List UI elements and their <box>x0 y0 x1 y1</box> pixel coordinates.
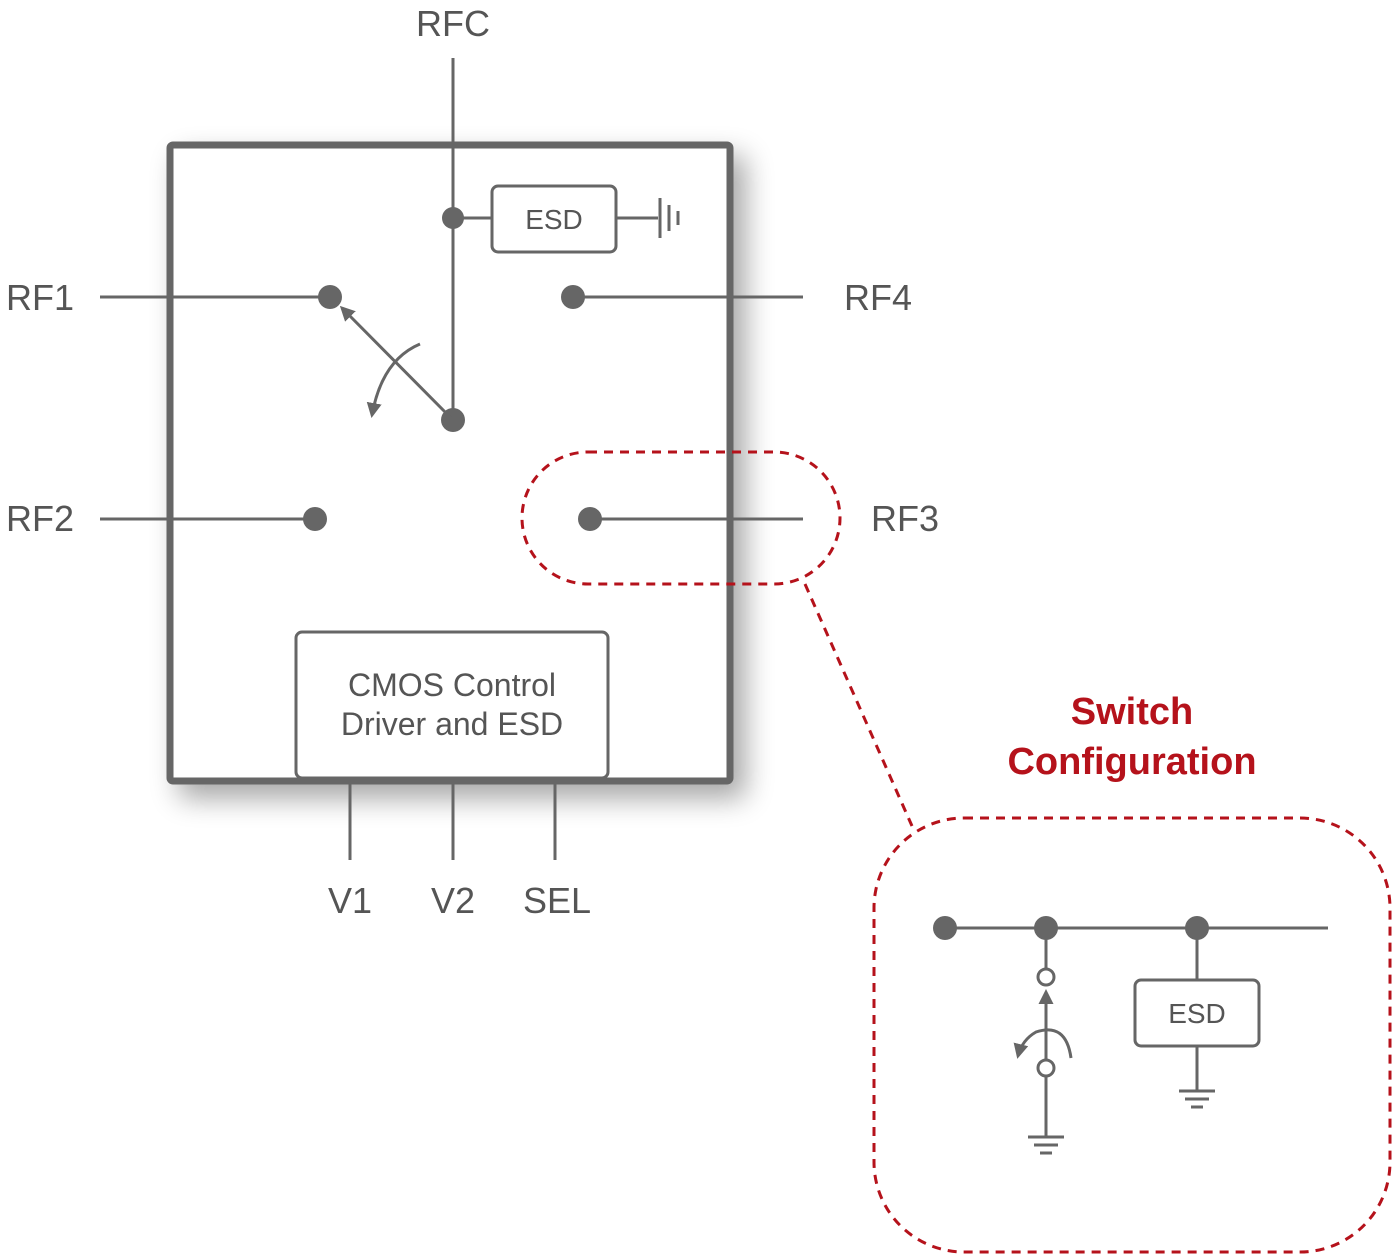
cmos-label-line1: CMOS Control <box>348 667 556 703</box>
shunt-contact-bottom <box>1036 1058 1056 1078</box>
detail-node-input <box>933 916 957 940</box>
rf4-node <box>561 285 585 309</box>
rf3-node <box>578 507 602 531</box>
cmos-label-line2: Driver and ESD <box>341 706 563 742</box>
switch-config-detail-outline <box>872 816 1392 1254</box>
chip-body <box>166 141 734 785</box>
rf3-highlight-outline <box>520 450 842 586</box>
switch-arm <box>339 305 455 422</box>
sel-label: SEL <box>523 880 591 921</box>
v1-label: V1 <box>328 880 372 921</box>
shunt-contact-top <box>1036 967 1056 987</box>
rfc-label: RFC <box>416 3 490 44</box>
callout-title-line2: Configuration <box>1007 741 1256 783</box>
v2-label: V2 <box>431 880 475 921</box>
shunt-rotation-icon <box>1013 1028 1073 1059</box>
callout-title-line1: Switch <box>1071 691 1193 733</box>
shunt-ground-icon <box>1028 1135 1064 1155</box>
callout-connector <box>803 583 914 827</box>
esd-detail-label: ESD <box>1168 998 1226 1029</box>
esd-ground-icon <box>1179 1089 1215 1109</box>
esd-top-label: ESD <box>525 204 583 235</box>
esd-top-node <box>442 207 464 229</box>
chassis-ground-icon <box>658 198 680 238</box>
cmos-control-box <box>294 630 610 780</box>
rotation-arrow-icon <box>366 342 421 418</box>
rf2-node <box>303 507 327 531</box>
rf2-label: RF2 <box>6 498 74 539</box>
rf1-label: RF1 <box>6 277 74 318</box>
rf1-node <box>318 285 342 309</box>
rf3-label: RF3 <box>871 498 939 539</box>
rf4-label: RF4 <box>844 277 912 318</box>
